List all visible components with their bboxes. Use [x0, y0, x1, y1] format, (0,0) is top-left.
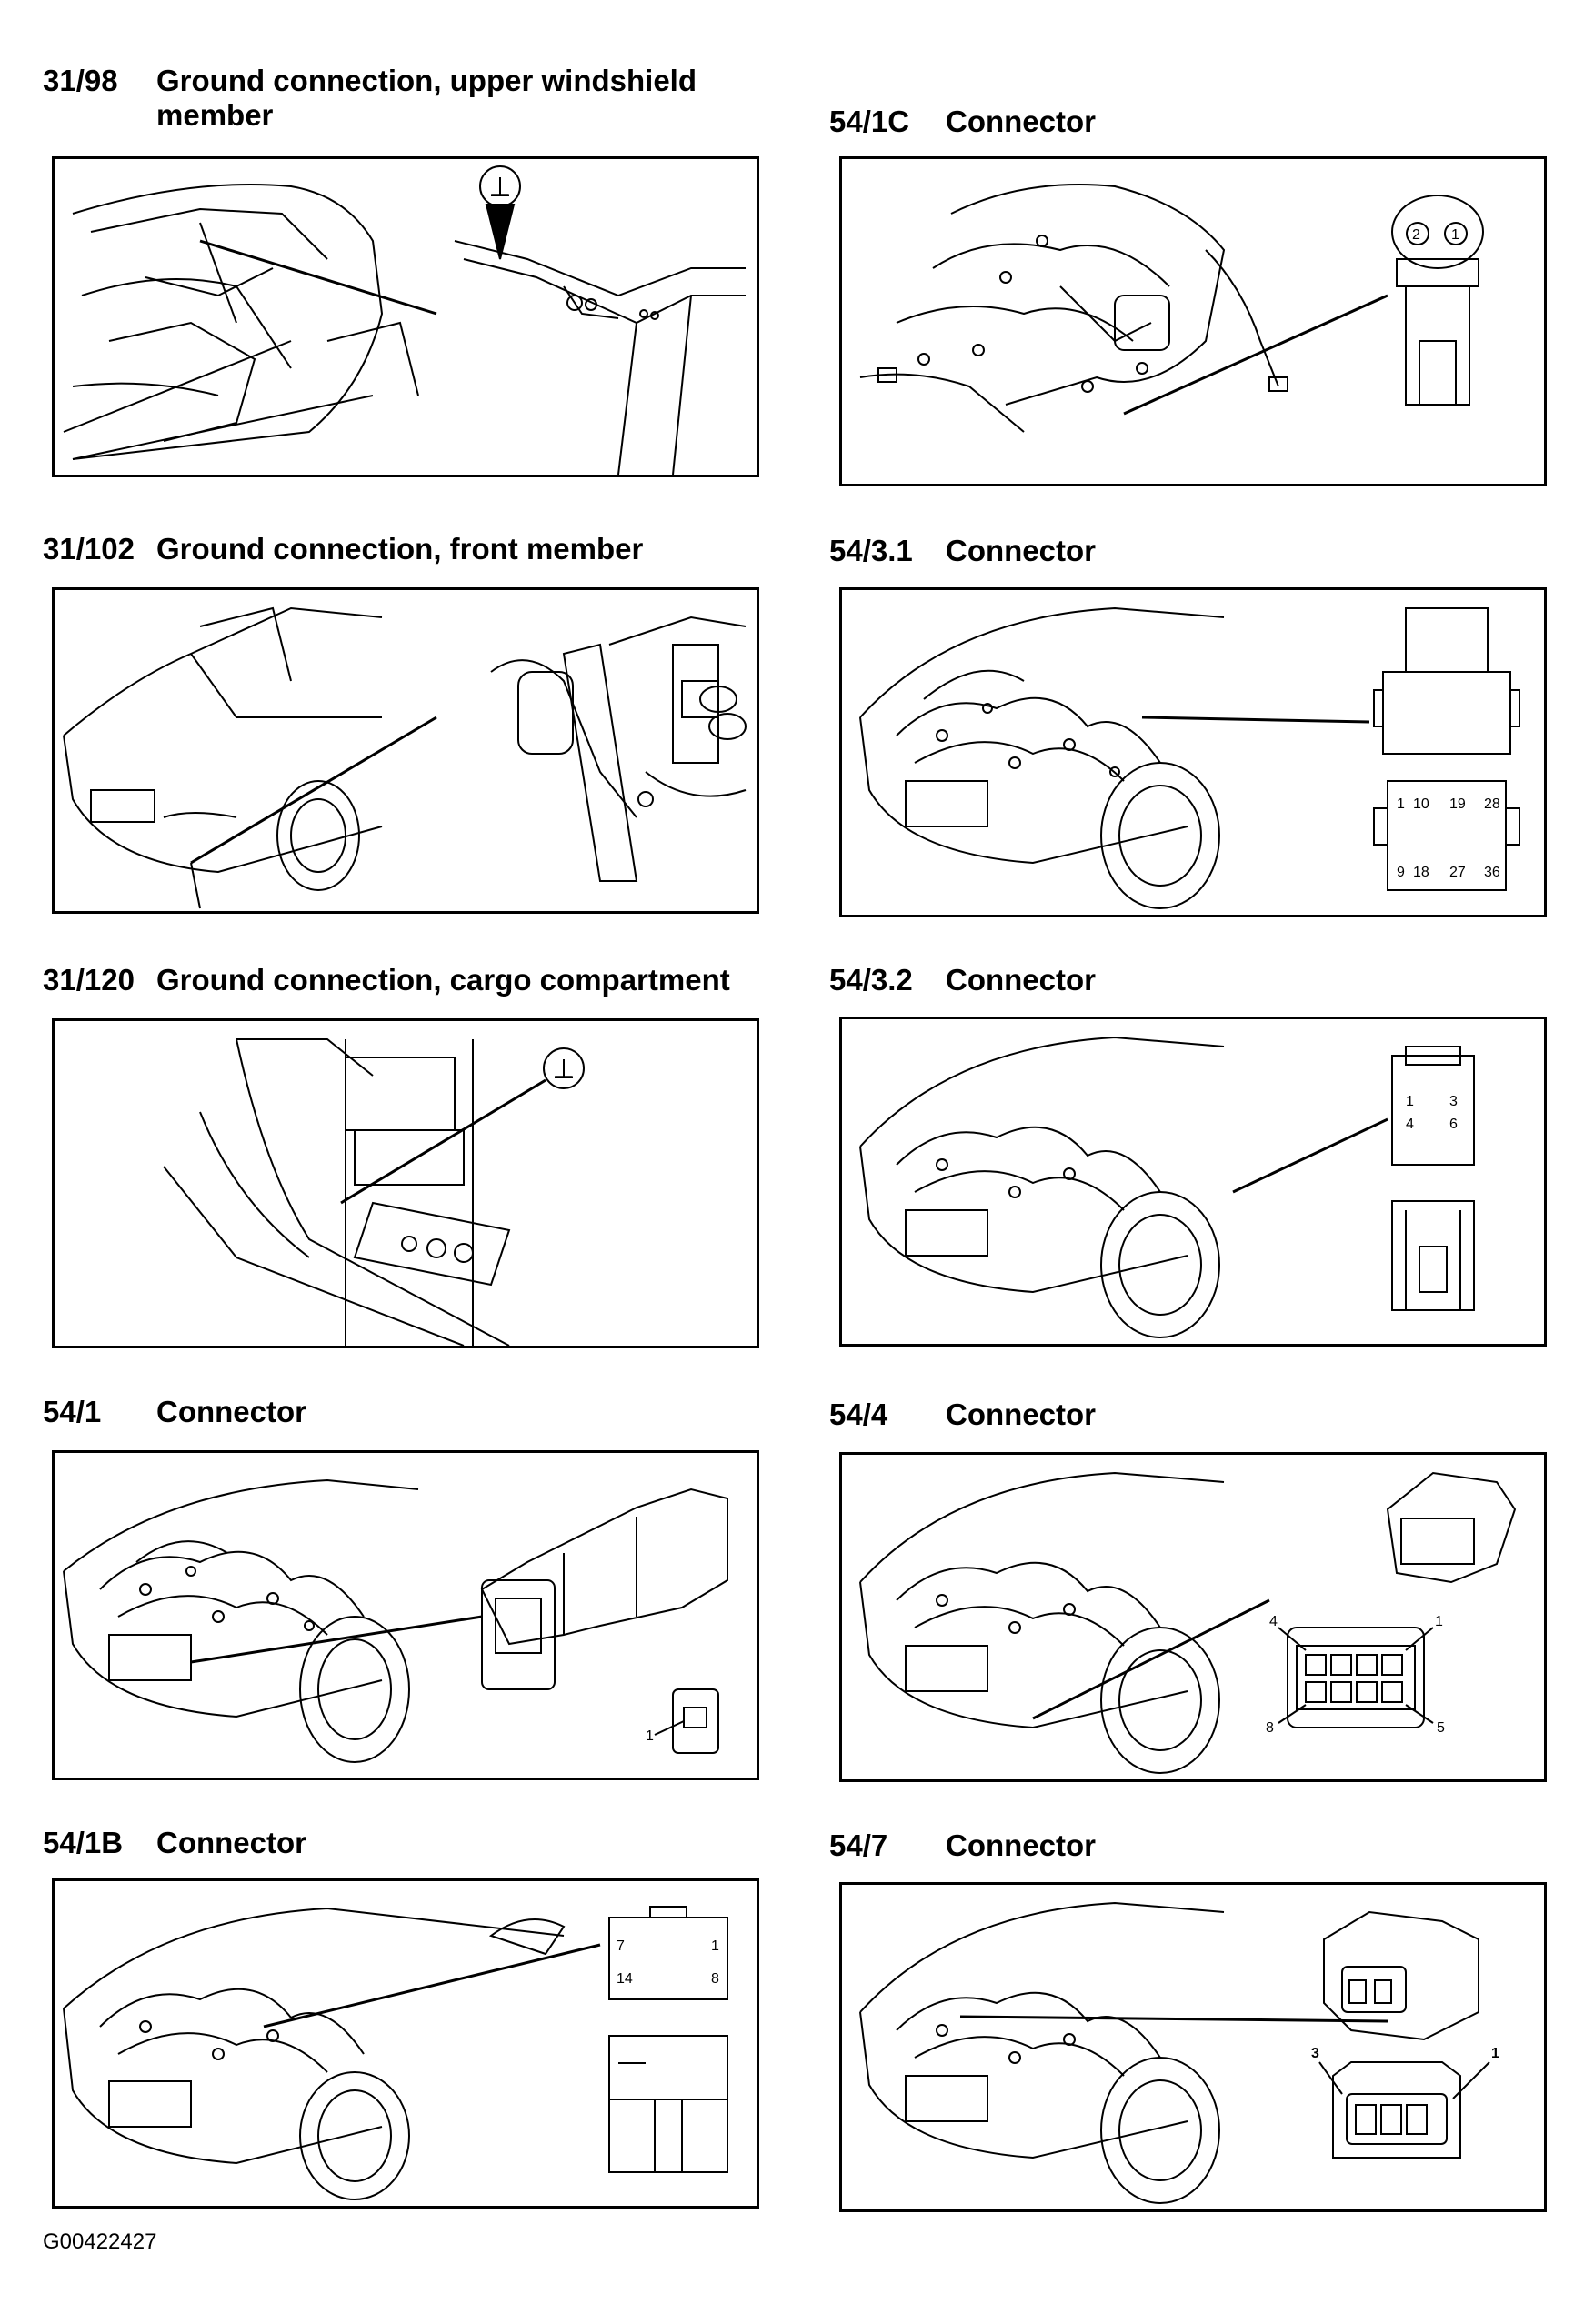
connector-54-1-illustration: 1: [63, 1478, 728, 1763]
panel-title: Connector: [946, 105, 1096, 138]
ground-symbol: ⊥: [489, 172, 511, 202]
panel-code: 54/1C: [829, 105, 910, 138]
pin-label-8: 8: [711, 1971, 719, 1987]
panel-code: 54/1B: [43, 1826, 124, 1859]
connector-54-7-illustration: 3 1: [859, 1901, 1499, 2204]
pin-label: 1: [646, 1728, 654, 1744]
pin-label-36: 36: [1484, 865, 1500, 880]
pin-label-8: 8: [1266, 1720, 1274, 1736]
panel-title-line2: member: [156, 98, 274, 132]
front-member-ground-illustration: [63, 606, 747, 909]
diagram-frame: 7 1 14 8: [52, 1878, 759, 2209]
pin-label-1: 1: [1435, 1614, 1443, 1629]
pin-label-7: 7: [617, 1938, 625, 1954]
pin-label-5: 5: [1437, 1720, 1445, 1736]
connector-54-3-2-illustration: 1 3 4 6: [859, 1036, 1475, 1338]
diagram-frame: ⊥: [52, 156, 759, 477]
diagram-frame: 1: [52, 1450, 759, 1780]
windshield-ground-illustration: ⊥: [63, 165, 746, 475]
panel-title: Connector: [946, 1828, 1096, 1862]
panel-title: Connector: [946, 534, 1096, 567]
pin-label-1: 1: [1397, 796, 1405, 812]
pin-label-14: 14: [617, 1971, 633, 1987]
diagram-frame: 4 1 8 5: [839, 1452, 1547, 1782]
panel-code: 31/120: [43, 963, 135, 997]
ground-symbol: ⊥: [553, 1054, 575, 1084]
pin-label-1: 1: [1451, 227, 1459, 243]
panel-code: 31/102: [43, 532, 135, 566]
pin-label-19: 19: [1449, 796, 1466, 812]
panel-code: 54/4: [829, 1397, 888, 1431]
connector-54-4-illustration: 4 1 8 5: [859, 1471, 1517, 1774]
connector-54-3-1-illustration: 1 10 19 28 9 18 27 36: [859, 606, 1520, 909]
panel-code: 54/3.1: [829, 534, 913, 567]
panel-title: Connector: [946, 1397, 1096, 1431]
pin-label-1: 1: [1406, 1094, 1414, 1109]
pin-label-3: 3: [1449, 1094, 1458, 1109]
pin-label-27: 27: [1449, 865, 1466, 880]
pin-label-3: 3: [1311, 2046, 1319, 2061]
panel-title: Ground connection, cargo compartment: [156, 963, 730, 997]
panel-title: Connector: [946, 963, 1096, 997]
pin-label-28: 28: [1484, 796, 1500, 812]
diagram-frame: 3 1: [839, 1882, 1547, 2212]
panel-title: Ground connection, front member: [156, 532, 644, 566]
figure-id: G00422427: [43, 2229, 157, 2254]
panel-title: Connector: [156, 1395, 306, 1428]
pin-label-2: 2: [1412, 227, 1420, 243]
pin-label-9: 9: [1397, 865, 1405, 880]
diagram-frame: 1 10 19 28 9 18 27 36: [839, 587, 1547, 917]
pin-label-18: 18: [1413, 865, 1429, 880]
panel-code: 54/7: [829, 1828, 888, 1862]
panel-title: Connector: [156, 1826, 306, 1859]
cargo-ground-illustration: ⊥: [163, 1038, 585, 1346]
connector-54-1b-illustration: 7 1 14 8: [63, 1906, 728, 2200]
pin-label-6: 6: [1449, 1117, 1458, 1132]
pin-label-10: 10: [1413, 796, 1429, 812]
panel-title: Ground connection, upper windshield: [156, 64, 697, 97]
diagram-frame: 1 3 4 6: [839, 1017, 1547, 1347]
connector-54-1c-illustration: 2 1: [859, 184, 1484, 433]
panel-code: 54/1: [43, 1395, 102, 1428]
pin-label-4: 4: [1406, 1117, 1414, 1132]
diagram-frame: ⊥: [52, 1018, 759, 1348]
diagram-frame: 2 1: [839, 156, 1547, 486]
pin-label-4: 4: [1269, 1614, 1278, 1629]
panel-code: 54/3.2: [829, 963, 913, 997]
diagram-frame: [52, 587, 759, 914]
panel-code: 31/98: [43, 64, 118, 97]
pin-label-1: 1: [711, 1938, 719, 1954]
pin-label-1: 1: [1491, 2046, 1499, 2061]
